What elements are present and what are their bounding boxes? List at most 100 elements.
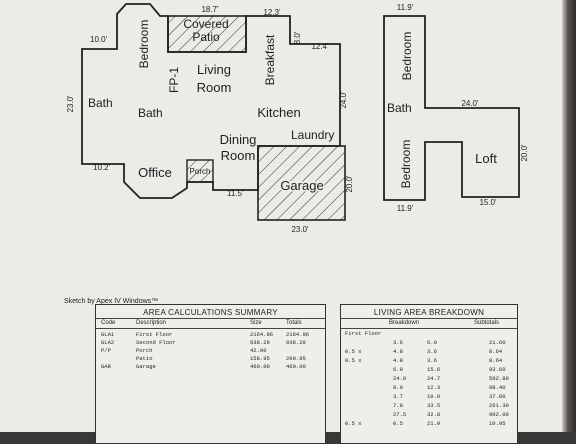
breakdown-cell-mult: 0.5 x [345, 357, 362, 364]
area-summary-title: AREA CALCULATIONS SUMMARY [143, 308, 278, 317]
area-cell-code: P/P [101, 347, 111, 354]
dim-18-7: 18.7' [201, 5, 219, 14]
area-cell-total: 2164.96 [286, 331, 310, 338]
header-code: Code [101, 320, 116, 326]
dim-24-0: 24.0' [339, 91, 348, 109]
breakdown-cell-b: 15.6 [427, 366, 441, 373]
breakdown-cell-sub: 8.64 [489, 348, 503, 355]
room-dining-line2: Room [221, 148, 256, 163]
sketch-credit: Sketch by Apex IV Windows™ [64, 298, 159, 305]
breakdown-cell-a: 8.0 [393, 384, 403, 391]
dim-23-0-bottom: 23.0' [291, 225, 309, 234]
breakdown-cell-b: 33.5 [427, 402, 441, 409]
room-bath-left: Bath [88, 96, 113, 110]
area-cell-code: GLA1 [101, 331, 115, 338]
dim-11-9-bottom: 11.9' [397, 204, 414, 213]
room-covered-patio-line2: Patio [192, 30, 220, 44]
header-breakdown: Breakdown [389, 320, 420, 326]
area-cell-size: 42.00 [250, 347, 267, 354]
room-dining-line1: Dining [220, 132, 257, 147]
breakdown-cell-a: 6.0 [393, 366, 403, 373]
breakdown-cell-b: 32.8 [427, 411, 441, 418]
dim-23-0-left: 23.0' [66, 95, 75, 113]
room-bath-upper: Bath [387, 101, 412, 115]
garage-area [257, 145, 346, 221]
second-floor-labels: Bedroom Bath Bedroom Loft 11.9' 24.0' 20… [387, 3, 529, 213]
room-living-line2: Room [197, 80, 232, 95]
breakdown-cell-a: 3.6 [393, 339, 403, 346]
breakdown-cell-b: 12.3 [427, 384, 441, 391]
breakdown-cell-sub: 902.00 [489, 411, 509, 418]
dim-8-0: 8.0' [293, 31, 302, 44]
breakdown-cell-b: 3.6 [427, 357, 437, 364]
area-cell-description: First Floor [136, 331, 173, 338]
breakdown-cell-b: 6.0 [427, 339, 437, 346]
breakdown-cell-b: 3.6 [427, 348, 437, 355]
room-covered-patio-line1: Covered [183, 17, 228, 31]
breakdown-cell-a: 4.8 [393, 348, 403, 355]
room-kitchen: Kitchen [257, 105, 300, 120]
dim-24-0-upper: 24.0' [461, 99, 479, 108]
breakdown-cell-sub: 10.95 [489, 420, 506, 427]
header-subtotals: Subtotals [474, 320, 500, 326]
breakdown-cell-mult: 0.5 x [345, 420, 362, 427]
area-cell-size: 158.95 [250, 355, 270, 362]
header-size: Size [250, 320, 262, 326]
room-laundry: Laundry [291, 128, 334, 142]
first-floor-labels: Bedroom Covered Patio FP-1 Living Room B… [88, 17, 334, 195]
room-bedroom-top: Bedroom [400, 32, 414, 81]
breakdown-cell-sub: 8.64 [489, 357, 503, 364]
area-cell-description: Second Floor [136, 339, 176, 346]
dim-12-4: 12.4' [311, 42, 329, 51]
header-totals: Totals [286, 320, 302, 326]
breakdown-cell-a: 4.8 [393, 357, 403, 364]
breakdown-cell-sub: 37.00 [489, 393, 506, 400]
breakdown-cell-sub: 592.80 [489, 375, 509, 382]
dim-11-9-top: 11.9' [397, 3, 414, 12]
dim-15-0: 15.0' [479, 198, 497, 207]
first-floor-outline [81, 3, 341, 199]
breakdown-cell-sub: 93.60 [489, 366, 506, 373]
living-breakdown-title: LIVING AREA BREAKDOWN [373, 308, 485, 317]
room-breakfast: Breakfast [263, 34, 277, 85]
dim-10-0: 10.0' [90, 35, 108, 44]
first-floor-dimensions: 10.0' 18.7' 12.3' 8.0' 12.4' 23.0' 24.0'… [66, 5, 354, 234]
area-cell-code: GAR [101, 363, 111, 370]
area-cell-size: 460.00 [250, 363, 270, 370]
room-bedroom: Bedroom [137, 20, 151, 69]
area-cell-description: Garage [136, 363, 156, 370]
breakdown-cell-a: 3.7 [393, 393, 403, 400]
breakdown-cell-a: 7.8 [393, 402, 403, 409]
room-office: Office [138, 165, 172, 180]
room-living-line1: Living [197, 62, 231, 77]
area-cell-code: GLA2 [101, 339, 115, 346]
breakdown-cell-a: 24.0 [393, 375, 407, 382]
breakdown-cell-b: 10.0 [427, 393, 441, 400]
breakdown-cell-b: 24.7 [427, 375, 441, 382]
second-floor-outline [383, 15, 520, 201]
breakdown-cell-sub: 98.40 [489, 384, 506, 391]
breakdown-cell-sub: 21.60 [489, 339, 506, 346]
breakdown-section-label: First Floor [345, 330, 382, 337]
dim-11-5: 11.5' [227, 189, 244, 198]
dim-20-0: 20.0' [345, 175, 354, 193]
area-cell-total: 200.95 [286, 355, 306, 362]
header-description: Description [136, 320, 167, 326]
area-cell-description: Porch [136, 347, 153, 354]
room-loft: Loft [475, 151, 497, 166]
area-cell-size: 2164.96 [250, 331, 274, 338]
dim-10-2: 10.2' [93, 163, 111, 172]
breakdown-cell-mult: 0.5 x [345, 348, 362, 355]
paper-edge-shadow [562, 0, 576, 432]
breakdown-cell-sub: 261.30 [489, 402, 509, 409]
room-garage: Garage [280, 178, 323, 193]
area-cell-total: 938.29 [286, 339, 306, 346]
area-cell-size: 938.29 [250, 339, 270, 346]
room-bath-center: Bath [138, 106, 163, 120]
room-bedroom-bottom: Bedroom [399, 140, 413, 189]
breakdown-cell-a: 0.5 [393, 420, 403, 427]
dim-20-0-upper: 20.0' [520, 144, 529, 162]
breakdown-cell-a: 27.5 [393, 411, 407, 418]
area-summary-table: AREA CALCULATIONS SUMMARY Code Descripti… [95, 304, 326, 444]
